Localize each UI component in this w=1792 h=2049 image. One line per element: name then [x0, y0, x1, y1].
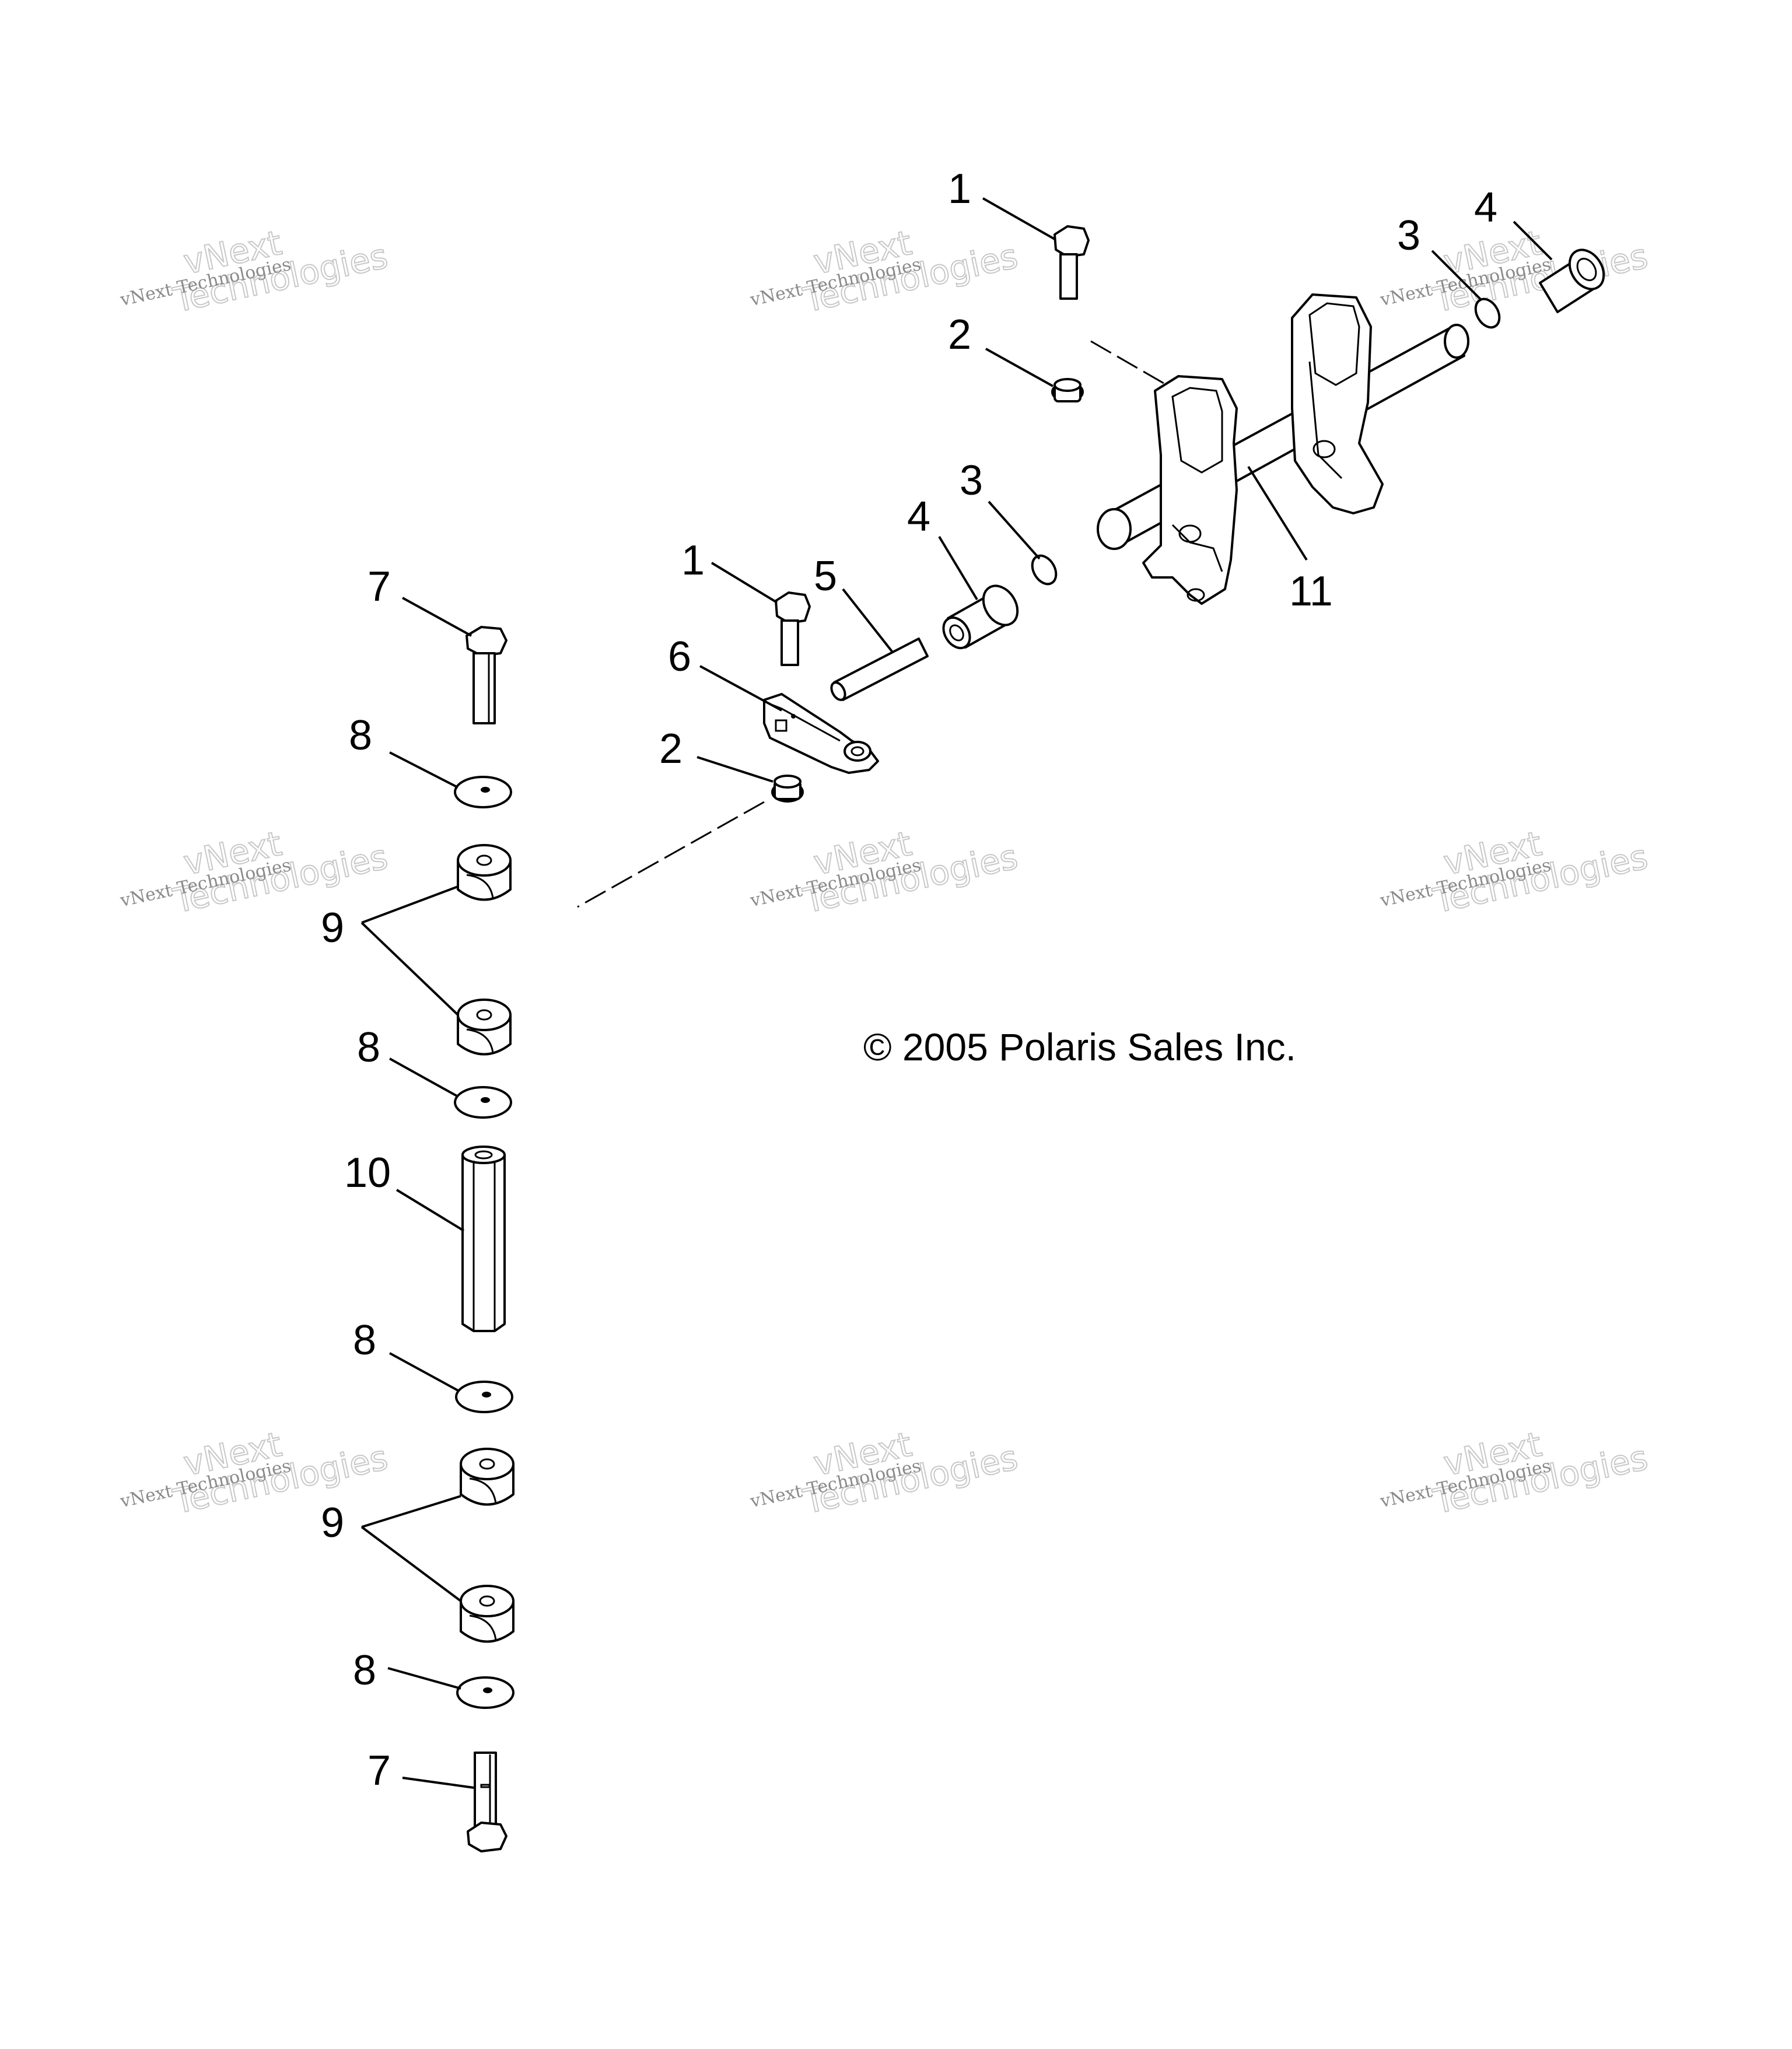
- callout-grommet-a: 9: [321, 905, 344, 951]
- callout-mid-bushing: 4: [907, 493, 930, 540]
- grommet-b-lower-part: [460, 1585, 514, 1643]
- callout-grommet-b: 9: [321, 1500, 344, 1546]
- washer-d-part: [456, 1676, 514, 1709]
- top-bushing-part: [1539, 248, 1605, 313]
- leader-spacer: [396, 1189, 465, 1232]
- leader-mid-oring: [988, 500, 1041, 560]
- callout-top-bushing: 4: [1474, 184, 1497, 231]
- washer-c-part: [455, 1381, 513, 1413]
- leader-washer-a: [389, 751, 459, 789]
- callout-washer-a: 8: [349, 712, 372, 759]
- leader-washer-b: [389, 1057, 459, 1098]
- top-bolt-part: [1054, 225, 1090, 300]
- callout-mid-oring: 3: [960, 457, 983, 504]
- callout-top-nut: 2: [948, 311, 971, 358]
- watermark-group: vNext Technologies vNext Technologies vN…: [118, 222, 1651, 1522]
- bolt-bottom-part: [467, 1752, 508, 1852]
- pin-part: [830, 638, 929, 701]
- leader-mid-bolt: [710, 562, 778, 604]
- leader-arm: [1247, 465, 1308, 561]
- callout-mid-bolt: 1: [681, 537, 705, 584]
- leader-bolt-bottom: [402, 1777, 474, 1789]
- top-nut-part: [1051, 378, 1084, 402]
- callout-top-oring: 3: [1397, 212, 1420, 259]
- mid-bolt-part: [775, 591, 811, 666]
- callout-arm: 11: [1289, 568, 1333, 615]
- leader-mid-bushing: [938, 535, 978, 601]
- spacer-part: [461, 1146, 506, 1332]
- callout-spacer: 10: [344, 1150, 391, 1196]
- grommet-a-upper-part: [457, 844, 512, 901]
- leader-top-nut: [985, 348, 1054, 387]
- grommet-b-upper-part: [460, 1448, 514, 1506]
- callout-bolt-bottom: 7: [368, 1747, 391, 1794]
- leader-grommet-b-2: [360, 1526, 462, 1602]
- callout-washer-c: 8: [353, 1317, 376, 1364]
- leader-grommet-a-2: [360, 922, 459, 1016]
- leader-bracket: [699, 665, 782, 712]
- callout-washer-d: 8: [353, 1647, 376, 1694]
- leader-grommet-b-1: [361, 1495, 461, 1528]
- leader-bolt-top: [402, 597, 472, 637]
- mid-nut-part: [771, 775, 804, 803]
- callout-bolt-top: 7: [368, 563, 391, 610]
- mid-oring-part: [1031, 554, 1058, 586]
- leader-top-oring: [1431, 250, 1483, 302]
- callout-top-bolt: 1: [948, 166, 971, 212]
- mid-bushing-part: [942, 584, 1019, 650]
- dash-top-nut: [1090, 340, 1167, 386]
- leader-mid-nut: [696, 756, 774, 783]
- grommet-a-lower-part: [457, 999, 512, 1056]
- leader-washer-c: [389, 1352, 460, 1392]
- callout-washer-b: 8: [357, 1024, 380, 1071]
- bolt-top-part: [466, 626, 508, 724]
- leader-grommet-a-1: [361, 885, 459, 924]
- bracket-part: [763, 693, 879, 774]
- leader-top-bushing: [1513, 220, 1553, 261]
- callout-pin: 5: [814, 553, 837, 600]
- callout-mid-nut: 2: [659, 726, 682, 772]
- dash-mid-nut: [577, 801, 765, 908]
- leader-pin: [842, 588, 894, 653]
- copyright-text: © 2005 Polaris Sales Inc.: [863, 1025, 1296, 1069]
- washer-b-part: [454, 1086, 512, 1119]
- leader-washer-d: [387, 1667, 461, 1690]
- arm-assembly-part: [1097, 293, 1469, 605]
- washer-a-part: [454, 776, 512, 808]
- leader-top-bolt: [982, 197, 1055, 240]
- callout-bracket: 6: [668, 633, 691, 680]
